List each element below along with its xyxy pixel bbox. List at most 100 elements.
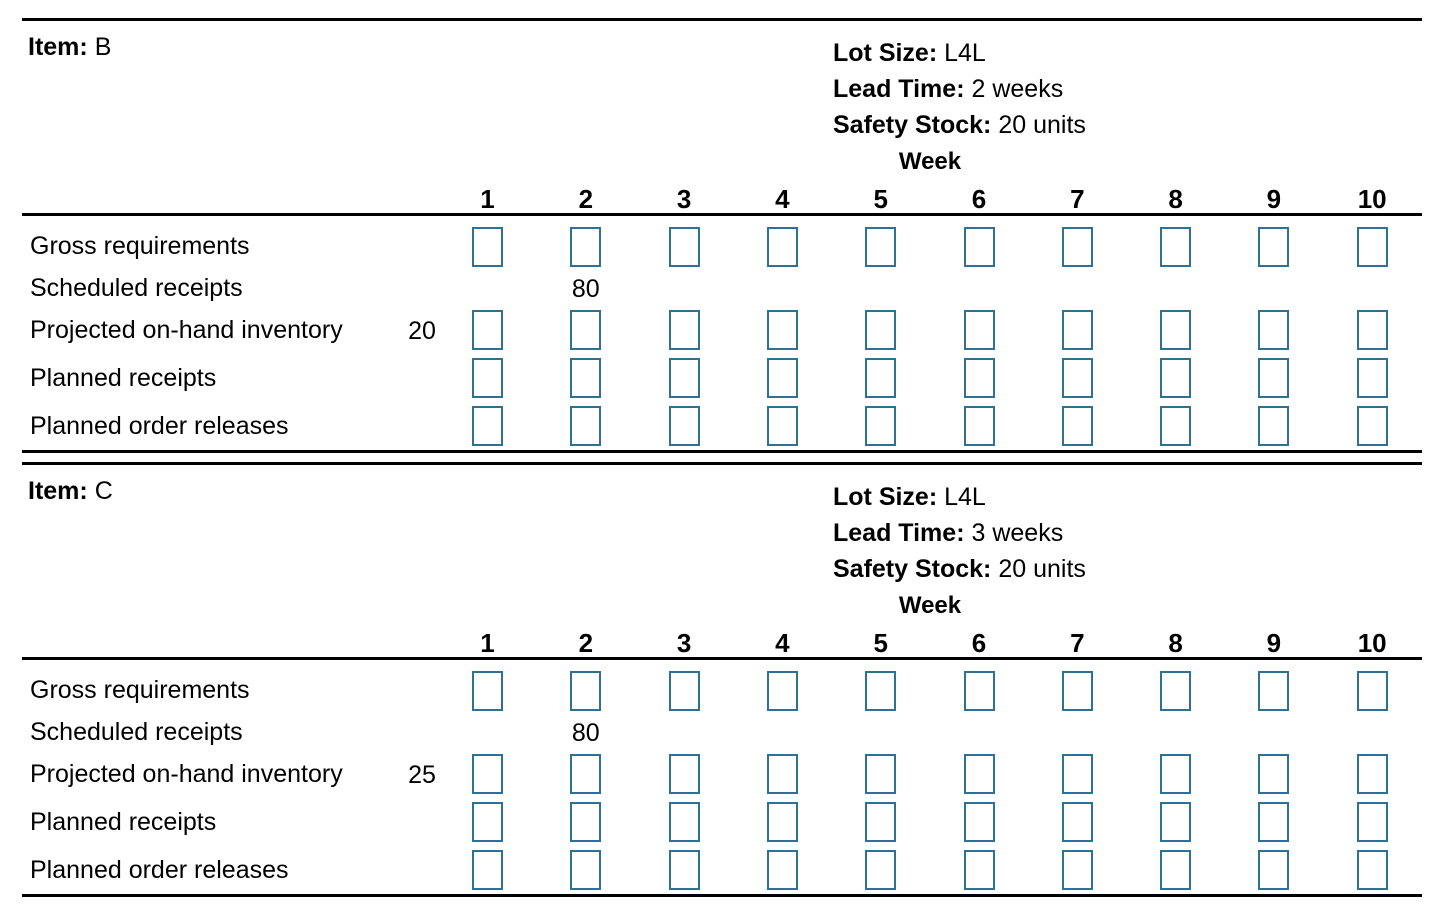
cell-input-w8[interactable] <box>1160 850 1192 890</box>
cell-input-w9[interactable] <box>1258 227 1290 267</box>
cell-input-w8[interactable] <box>1160 358 1192 398</box>
week-number-7: 7 <box>1070 628 1085 658</box>
cell-input-w8[interactable] <box>1160 754 1192 794</box>
cell-input-w8[interactable] <box>1160 671 1192 711</box>
cell-input-w2[interactable] <box>570 406 602 446</box>
cell-input-w6[interactable] <box>963 227 995 267</box>
cell-input-w2[interactable] <box>570 850 602 890</box>
cell-input-w10[interactable] <box>1356 850 1388 890</box>
item-value: B <box>94 33 112 61</box>
cell-input-w6[interactable] <box>963 358 995 398</box>
cell-input-w9[interactable] <box>1258 358 1290 398</box>
cell-input-w7[interactable] <box>1061 802 1093 842</box>
lot-size-key: Lot Size: <box>833 483 938 511</box>
cell-input-w3[interactable] <box>668 671 700 711</box>
cell-input-w8[interactable] <box>1160 310 1192 350</box>
cell-input-w7[interactable] <box>1061 358 1093 398</box>
cell-input-w8[interactable] <box>1160 227 1192 267</box>
cell-input-w9[interactable] <box>1258 406 1290 446</box>
cell-input-w8[interactable] <box>1160 406 1192 446</box>
cell-input-w6[interactable] <box>963 310 995 350</box>
cell-input-w3[interactable] <box>668 802 700 842</box>
week-number-3: 3 <box>676 628 692 658</box>
cell-input-w10[interactable] <box>1356 358 1388 398</box>
cell-input-w10[interactable] <box>1356 754 1388 794</box>
cell-input-w5[interactable] <box>865 406 897 446</box>
cell-input-w10[interactable] <box>1356 310 1388 350</box>
week-number-2: 2 <box>578 184 594 214</box>
cell-input-w1[interactable] <box>472 227 503 267</box>
cell-input-w2[interactable] <box>570 802 602 842</box>
cell-input-w5[interactable] <box>865 358 897 398</box>
cell-input-w1[interactable] <box>472 358 503 398</box>
cell-input-w5[interactable] <box>865 227 897 267</box>
cell-input-w9[interactable] <box>1258 671 1290 711</box>
cell-input-w4[interactable] <box>766 227 798 267</box>
week-number-5: 5 <box>873 184 888 214</box>
week-number-10: 10 <box>1357 184 1387 214</box>
cell-input-w4[interactable] <box>766 754 798 794</box>
item-key: Item: <box>28 477 88 505</box>
cell-input-w6[interactable] <box>963 406 995 446</box>
cell-input-w10[interactable] <box>1356 802 1388 842</box>
cell-input-w5[interactable] <box>865 310 897 350</box>
cell-input-w7[interactable] <box>1061 227 1093 267</box>
cell-input-w9[interactable] <box>1258 850 1290 890</box>
cell-input-w10[interactable] <box>1356 227 1388 267</box>
cell-input-w1[interactable] <box>472 310 503 350</box>
row-label-gross-requirements: Gross requirements <box>30 676 250 704</box>
cell-input-w1[interactable] <box>472 754 503 794</box>
cell-input-w4[interactable] <box>766 358 798 398</box>
cell-input-w7[interactable] <box>1061 850 1093 890</box>
cell-input-w8[interactable] <box>1160 802 1192 842</box>
item-value: C <box>94 477 113 505</box>
cell-input-w4[interactable] <box>766 850 798 890</box>
cell-input-w3[interactable] <box>668 850 700 890</box>
cell-input-w7[interactable] <box>1061 310 1093 350</box>
cell-input-w2[interactable] <box>570 671 602 711</box>
row-label-planned-receipts: Planned receipts <box>30 808 217 836</box>
cell-input-w7[interactable] <box>1061 671 1093 711</box>
cell-input-w5[interactable] <box>865 754 897 794</box>
cell-input-w5[interactable] <box>865 802 897 842</box>
week-number-9: 9 <box>1266 628 1282 658</box>
cell-input-w7[interactable] <box>1061 754 1093 794</box>
cell-input-w3[interactable] <box>668 754 700 794</box>
cell-input-w6[interactable] <box>963 850 995 890</box>
cell-input-w9[interactable] <box>1258 754 1290 794</box>
cell-input-w10[interactable] <box>1356 671 1388 711</box>
cell-input-w3[interactable] <box>668 310 700 350</box>
cell-input-w6[interactable] <box>963 802 995 842</box>
cell-input-w3[interactable] <box>668 406 700 446</box>
cell-input-w1[interactable] <box>472 671 503 711</box>
cell-input-w1[interactable] <box>472 850 503 890</box>
cell-input-w4[interactable] <box>766 406 798 446</box>
cell-input-w1[interactable] <box>472 406 503 446</box>
week-number-9: 9 <box>1266 184 1282 214</box>
cell-input-w5[interactable] <box>865 850 897 890</box>
cell-input-w2[interactable] <box>570 754 602 794</box>
week-number-2: 2 <box>578 628 594 658</box>
cell-input-w6[interactable] <box>963 754 995 794</box>
item-label: Item: B <box>28 35 111 60</box>
cell-input-w9[interactable] <box>1258 310 1290 350</box>
cell-input-w10[interactable] <box>1356 406 1388 446</box>
cell-input-w4[interactable] <box>766 310 798 350</box>
cell-input-w4[interactable] <box>766 802 798 842</box>
week-number-5: 5 <box>873 628 888 658</box>
cell-input-w5[interactable] <box>865 671 897 711</box>
cell-input-w3[interactable] <box>668 227 700 267</box>
cell-input-w2[interactable] <box>570 310 602 350</box>
cell-input-w6[interactable] <box>963 671 995 711</box>
cell-input-w3[interactable] <box>668 358 700 398</box>
cell-input-w9[interactable] <box>1258 802 1290 842</box>
cell-input-w4[interactable] <box>766 671 798 711</box>
week-number-4: 4 <box>775 628 790 658</box>
cell-input-w2[interactable] <box>570 227 602 267</box>
cell-input-w2[interactable] <box>570 358 602 398</box>
week-number-7: 7 <box>1070 184 1085 214</box>
row-label-gross-requirements: Gross requirements <box>30 232 250 260</box>
cell-input-w1[interactable] <box>472 802 503 842</box>
cell-input-w7[interactable] <box>1061 406 1093 446</box>
week-number-8: 8 <box>1168 184 1183 214</box>
